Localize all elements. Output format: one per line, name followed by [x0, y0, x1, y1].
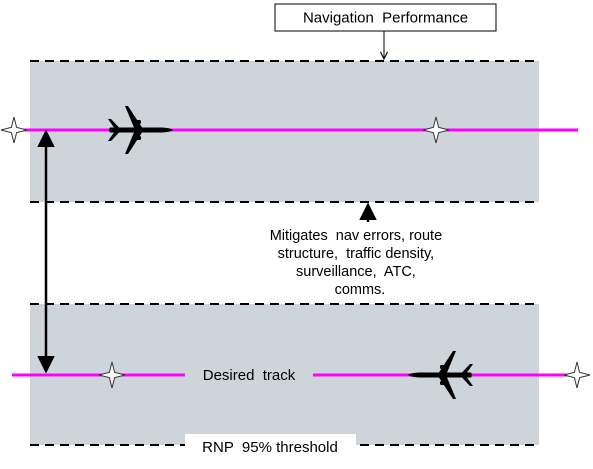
mitigates-line: structure, traffic density, [278, 246, 435, 262]
mitigates-line: Mitigates nav errors, route [270, 228, 442, 244]
navigation-performance-box [274, 3, 497, 32]
rnp-threshold-label-bg [185, 434, 356, 458]
mitigates-line: comms. [335, 282, 386, 298]
waypoint-icon [563, 361, 591, 389]
mitigates-line: surveillance, ATC, [296, 264, 416, 280]
desired-track-label: Desired track [203, 367, 296, 384]
mitigates-text: Mitigates nav errors, route structure, t… [0, 0, 462, 298]
rnp-threshold-label: RNP 95% threshold [202, 439, 338, 456]
waypoint-icon [0, 116, 28, 144]
navigation-performance-label: Navigation Performance [303, 10, 468, 27]
